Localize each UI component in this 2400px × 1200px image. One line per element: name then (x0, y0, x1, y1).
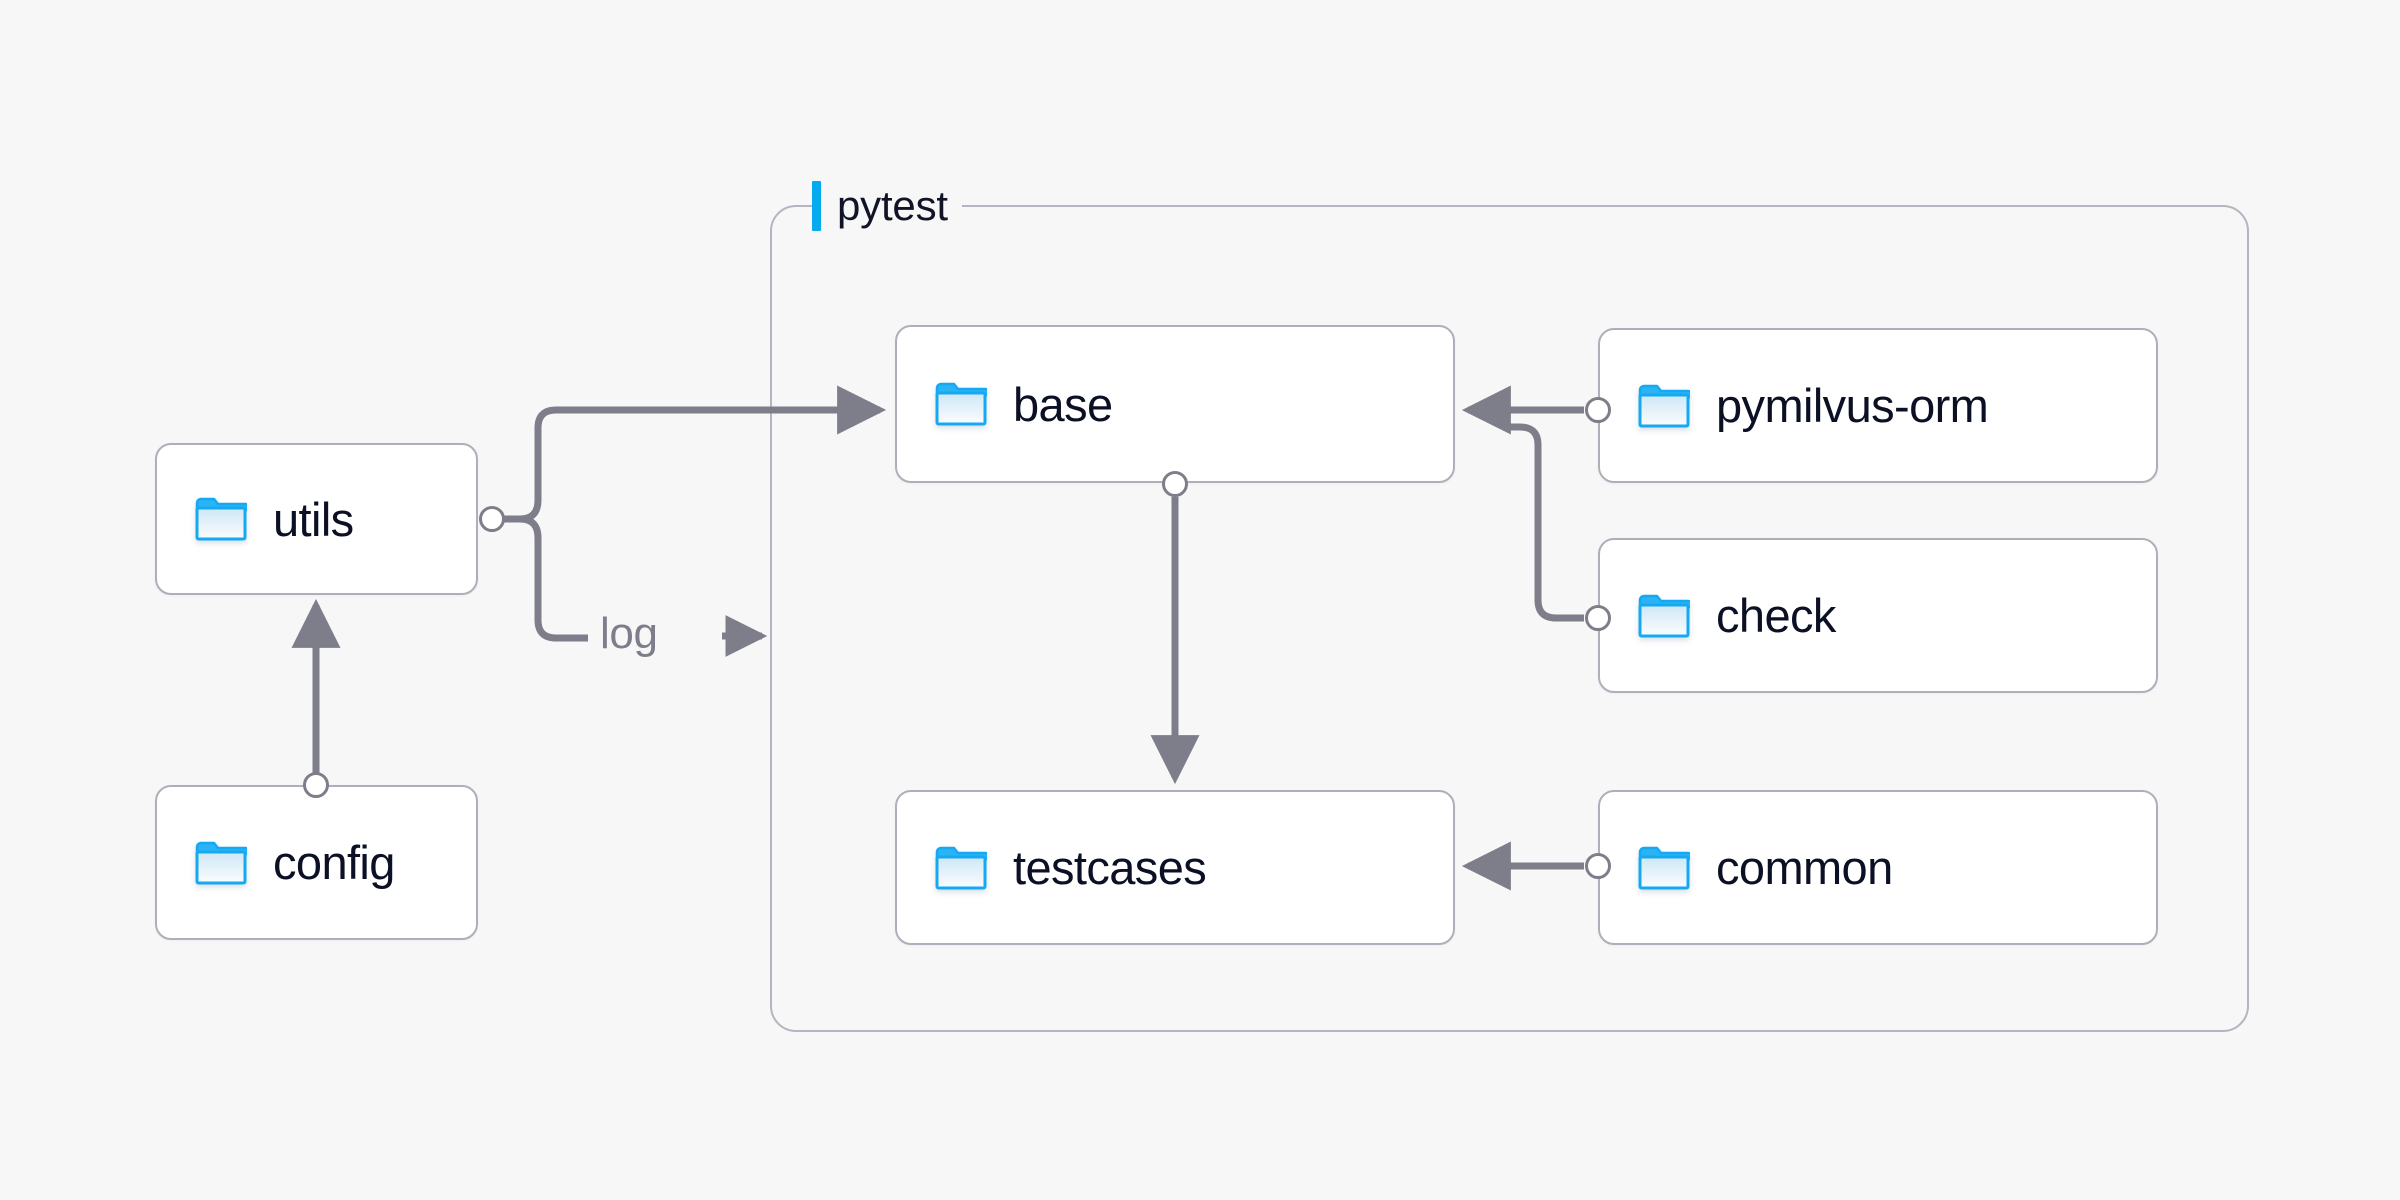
node-base[interactable]: base (895, 325, 1455, 483)
port-base-bottom[interactable] (1162, 471, 1188, 497)
folder-icon (1638, 384, 1690, 428)
node-check[interactable]: check (1598, 538, 2158, 693)
port-config-top[interactable] (303, 772, 329, 798)
node-testcases[interactable]: testcases (895, 790, 1455, 945)
group-pytest[interactable] (770, 205, 2249, 1032)
folder-icon (935, 846, 987, 890)
node-label: config (273, 836, 395, 889)
folder-icon (195, 841, 247, 885)
node-label: check (1716, 589, 1836, 642)
folder-icon (1638, 846, 1690, 890)
group-pytest-title: pytest (837, 182, 948, 229)
edge-label-log: log (600, 609, 658, 658)
folder-icon (935, 382, 987, 426)
node-label: base (1013, 377, 1113, 431)
port-pymilvus-orm-left[interactable] (1585, 397, 1611, 423)
group-accent-bar (812, 181, 821, 231)
folder-icon (195, 497, 247, 541)
node-config[interactable]: config (155, 785, 478, 940)
node-label: testcases (1013, 841, 1207, 894)
node-label: common (1716, 841, 1893, 894)
node-pymilvus-orm[interactable]: pymilvus-orm (1598, 328, 2158, 483)
node-utils[interactable]: utils (155, 443, 478, 595)
group-pytest-label: pytest (812, 178, 962, 234)
node-common[interactable]: common (1598, 790, 2158, 945)
folder-icon (1638, 594, 1690, 638)
node-label: pymilvus-orm (1716, 379, 1989, 432)
port-common-left[interactable] (1585, 853, 1611, 879)
port-check-left[interactable] (1585, 605, 1611, 631)
port-utils-right[interactable] (479, 506, 505, 532)
node-label: utils (273, 492, 354, 546)
